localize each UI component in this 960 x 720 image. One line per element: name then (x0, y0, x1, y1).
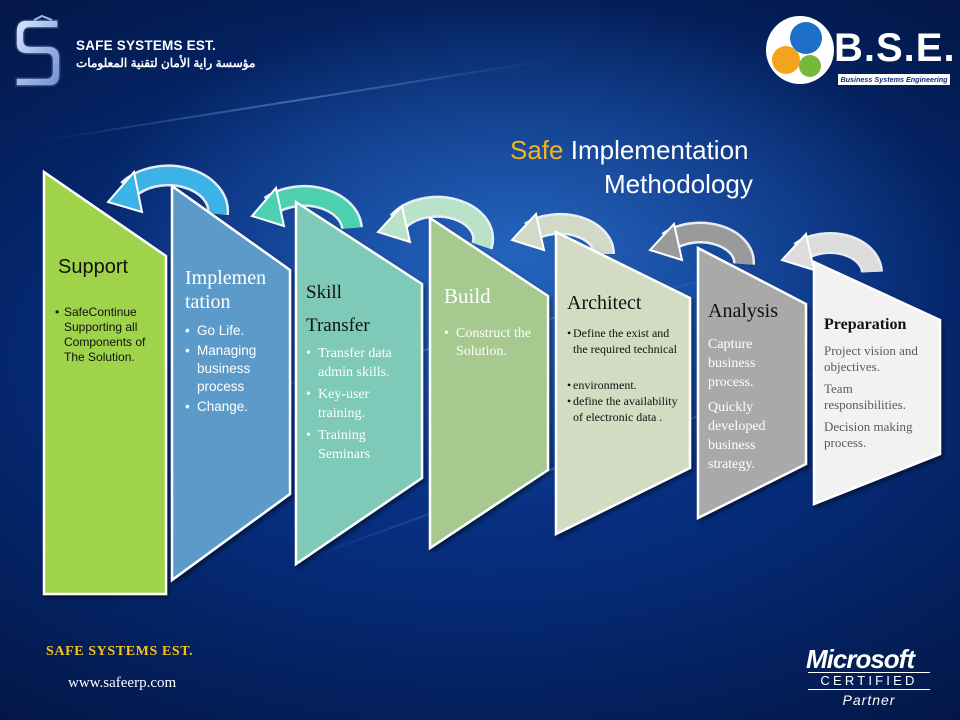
microsoft-certified-partner-badge: Microsoft CERTIFIED Partner (800, 644, 940, 714)
step-title-line1: Implemen (185, 267, 267, 289)
curved-arrow-to-skill-transfer (376, 195, 495, 250)
step-paragraph: Decision making process. (824, 419, 913, 450)
partner-label: Partner (842, 692, 896, 708)
title-accent: Safe (510, 135, 564, 165)
bse-circles-icon (766, 16, 834, 84)
step-preparation: Preparation Project vision and objective… (824, 316, 934, 457)
step-build: Build Construct the Solution. (444, 284, 544, 361)
safe-systems-s-icon (15, 14, 61, 87)
step-shape-support (42, 169, 168, 596)
footer-website-link[interactable]: www.safeerp.com (68, 675, 177, 691)
bullet-item: Training Seminars (306, 426, 416, 464)
step-title-line1: Skill (306, 282, 342, 303)
step-title: Build (444, 284, 491, 308)
curved-arrow-to-implementation (250, 184, 363, 230)
step-bullets: Define the exist and the required techni… (567, 325, 682, 425)
step-bullets: Go Life. Managing business process Chang… (185, 322, 285, 416)
step-title: Preparation (824, 316, 907, 333)
bullet-item: Change. (185, 398, 285, 416)
curved-arrow-to-build (510, 211, 616, 255)
step-paragraph: Project vision and objectives. (824, 343, 918, 374)
bullet-item: Construct the Solution. (444, 325, 544, 361)
certified-label: CERTIFIED (808, 672, 930, 690)
bse-logo: B.S.E. Business Systems Engineering (760, 8, 955, 88)
page-title: Safe Implementation Methodology (510, 133, 810, 201)
step-architect: Architect Define the exist and the requi… (567, 292, 682, 425)
safe-systems-logo: SAFE SYSTEMS EST. مؤسسة راية الأمان لتقن… (12, 14, 255, 94)
curved-arrow-to-support (106, 164, 230, 216)
step-support: Support SafeContinue Supporting all Comp… (55, 256, 158, 365)
step-title-line2: Transfer (306, 315, 370, 336)
curved-arrow-to-analysis (780, 231, 883, 274)
title-rest: Implementation (563, 135, 749, 165)
curved-arrow-to-architect (648, 221, 756, 265)
step-analysis: Analysis Capture business process. Quick… (708, 300, 803, 480)
step-title: Support (58, 256, 129, 278)
bullet-item: SafeContinue Supporting all Components o… (55, 305, 158, 365)
step-bullets: Transfer data admin skills. Key-user tra… (306, 344, 416, 464)
step-title-line2: tation (185, 291, 231, 313)
bse-logo-text: B.S.E. (834, 26, 956, 70)
footer-company-name: SAFE SYSTEMS EST. (46, 644, 194, 659)
bullet-item: environment. (567, 377, 682, 393)
step-implementation: Implementation Go Life. Managing busines… (185, 266, 285, 418)
bse-logo-subtitle: Business Systems Engineering (838, 74, 950, 85)
step-paragraph: Team responsibilities. (824, 381, 906, 412)
bullet-item: Go Life. (185, 322, 285, 340)
company-name: SAFE SYSTEMS EST. (76, 38, 216, 53)
bullet-item: Transfer data admin skills. (306, 344, 416, 382)
microsoft-logo-text: Microsoft (806, 644, 915, 674)
bullet-item: define the availability of electronic da… (567, 393, 682, 425)
company-name-arabic: مؤسسة راية الأمان لتقنية المعلومات (76, 56, 256, 70)
title-line2: Methodology (604, 169, 753, 199)
step-paragraph: Quickly developed business strategy. (708, 400, 766, 472)
bullet-item: Key-user training. (306, 385, 416, 423)
bullet-item: Managing business process (185, 342, 285, 396)
bullet-item: Define the exist and the required techni… (567, 325, 682, 357)
step-title: Architect (567, 292, 642, 314)
step-shape-build (428, 215, 550, 551)
step-paragraph: Capture business process. (708, 337, 756, 390)
step-bullets: Construct the Solution. (444, 325, 544, 361)
step-bullets: SafeContinue Supporting all Components o… (55, 305, 158, 365)
step-title: Analysis (708, 300, 778, 322)
